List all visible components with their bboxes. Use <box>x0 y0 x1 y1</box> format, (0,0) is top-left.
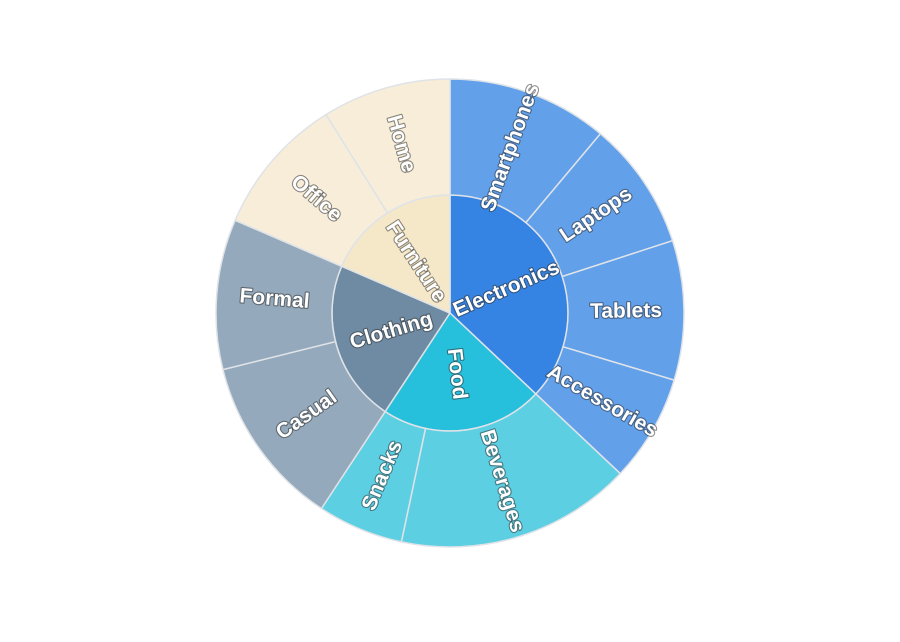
label-food: Food <box>443 347 472 401</box>
inner-ring <box>331 194 569 432</box>
outer-ring <box>215 78 685 548</box>
segment-beverages[interactable] <box>400 392 622 548</box>
segment-home[interactable] <box>324 78 451 214</box>
label-tablets: Tablets <box>590 299 662 323</box>
